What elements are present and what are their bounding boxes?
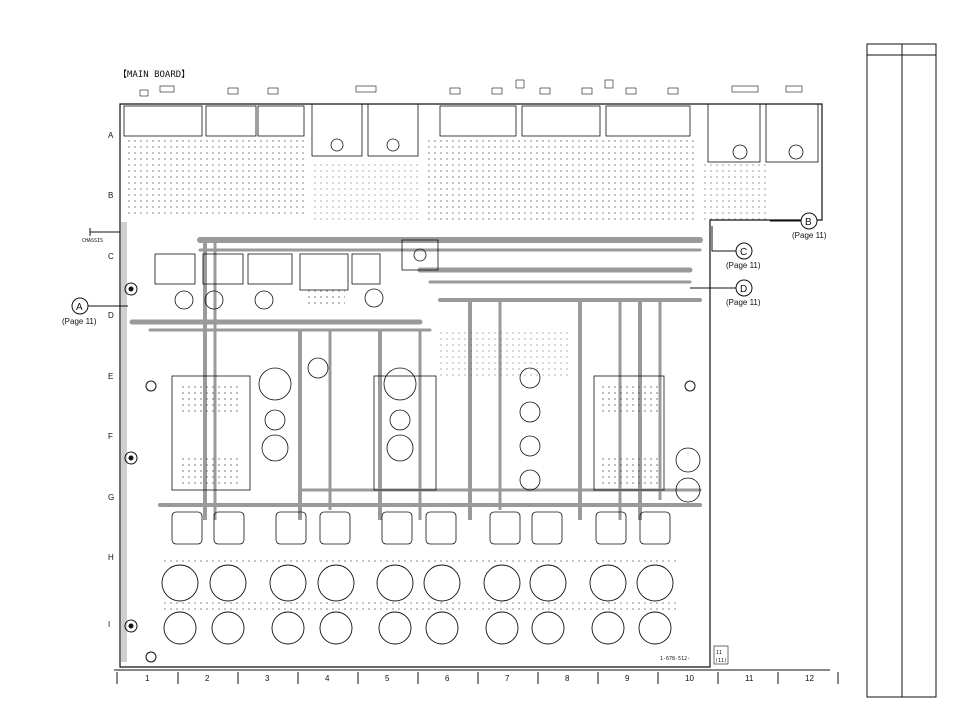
row-labels: A B C D E F G H I — [108, 131, 114, 629]
side-legend-panel — [866, 43, 937, 698]
column-label: 11 — [745, 674, 754, 683]
connector-d: D (Page 11) — [690, 279, 761, 307]
column-labels: 1 2 3 4 5 6 7 8 9 10 11 12 — [116, 672, 839, 684]
connector-c: C (Page 11) — [711, 226, 761, 270]
side-code-top: 11 — [716, 650, 722, 656]
column-label: 7 — [505, 674, 510, 683]
board-title: 【MAIN BOARD】 — [118, 69, 190, 80]
column-label: 12 — [805, 674, 814, 683]
connector-b: B (Page 11) — [770, 212, 827, 240]
row-label: I — [108, 620, 110, 629]
connector-c-letter: C — [740, 247, 747, 258]
row-label: F — [108, 432, 113, 441]
side-code-bottom: (11) — [715, 658, 727, 664]
header-markers — [139, 79, 803, 97]
upper-component-area — [124, 140, 766, 222]
connector-c-page: (Page 11) — [726, 261, 761, 270]
column-label: 9 — [625, 674, 630, 683]
row-label: B — [108, 191, 113, 200]
column-label: 6 — [445, 674, 450, 683]
column-label: 8 — [565, 674, 570, 683]
row-label: D — [108, 311, 114, 320]
ground-label: CHASSIS — [82, 238, 103, 244]
output-transistor-row — [171, 511, 671, 545]
row-label: E — [108, 372, 113, 381]
connector-a-letter: A — [76, 302, 83, 313]
left-rail — [121, 222, 696, 663]
connector-b-letter: B — [805, 217, 812, 228]
row-label: H — [108, 553, 114, 562]
connector-d-page: (Page 11) — [726, 298, 761, 307]
capacitor-details — [160, 556, 680, 610]
column-label: 3 — [265, 674, 270, 683]
column-label: 2 — [205, 674, 210, 683]
board-code: 1-678-512- — [660, 656, 690, 662]
row-label: C — [108, 252, 114, 261]
power-section — [154, 239, 439, 310]
side-code: 11 (11) — [713, 645, 729, 665]
connector-d-letter: D — [740, 284, 747, 295]
middle-amp-blocks — [171, 330, 701, 503]
column-label: 5 — [385, 674, 390, 683]
connector-a-page: (Page 11) — [62, 317, 97, 326]
column-label: 4 — [325, 674, 330, 683]
row-label: A — [108, 131, 114, 140]
chassis-ground: CHASSIS — [82, 228, 120, 244]
row-label: G — [108, 493, 114, 502]
connector-b-page: (Page 11) — [792, 231, 827, 240]
connector-a: A (Page 11) — [62, 297, 128, 326]
column-label: 1 — [145, 674, 150, 683]
top-connector-row — [123, 103, 819, 163]
column-label: 10 — [685, 674, 694, 683]
